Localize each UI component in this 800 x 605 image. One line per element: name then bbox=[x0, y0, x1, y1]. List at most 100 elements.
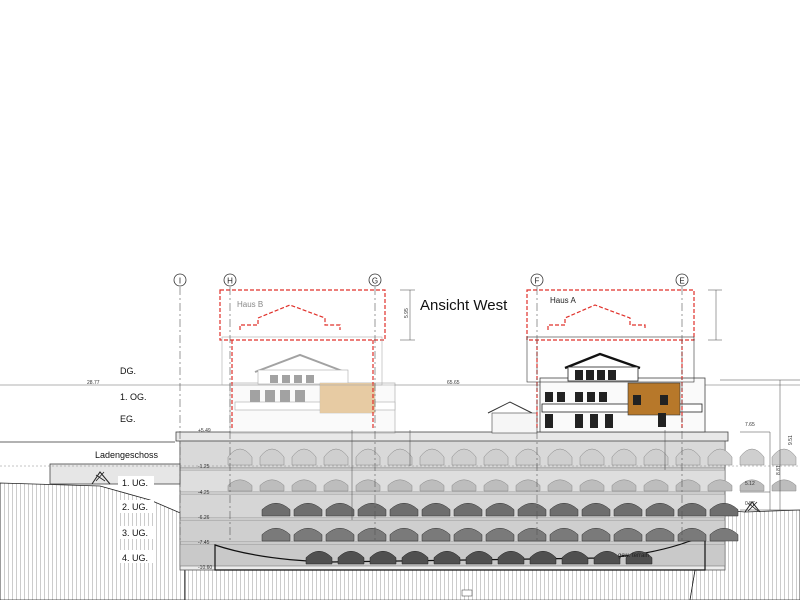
arch-0-9 bbox=[515, 448, 541, 466]
arch-0-11 bbox=[579, 448, 605, 466]
arch-4-9 bbox=[593, 550, 621, 565]
floor-label-bg-4ug bbox=[118, 550, 154, 563]
arch-1-7 bbox=[451, 479, 477, 492]
arch-0-4 bbox=[355, 448, 381, 466]
arch-3-11 bbox=[613, 527, 643, 542]
arch-4-10 bbox=[625, 550, 653, 565]
arch-3-10 bbox=[581, 527, 611, 542]
level-top-mid: 65.65 bbox=[447, 380, 460, 386]
level-4: -6.26 bbox=[198, 515, 210, 521]
arch-3-7 bbox=[485, 527, 515, 542]
arch-2-4 bbox=[389, 502, 419, 517]
arch-3-2 bbox=[325, 527, 355, 542]
arch-2-7 bbox=[485, 502, 515, 517]
house-b-frame bbox=[221, 336, 383, 386]
bottom-mark bbox=[461, 589, 473, 597]
level-right-4: 5.12 bbox=[745, 481, 755, 487]
arch-2-1 bbox=[293, 502, 323, 517]
arch-2-8 bbox=[517, 502, 547, 517]
axis-marker-e: E bbox=[675, 273, 689, 287]
arch-1-2 bbox=[291, 479, 317, 492]
floor-label-ladengeschoss: Ladengeschoss bbox=[95, 450, 159, 460]
house-a-label: Haus A bbox=[550, 296, 576, 305]
svg-text:G: G bbox=[372, 277, 378, 286]
house-a-frame bbox=[526, 336, 695, 383]
floor-label-4ug: 4. UG. bbox=[122, 553, 148, 563]
arch-1-16 bbox=[739, 479, 765, 492]
arch-1-13 bbox=[643, 479, 669, 492]
arch-4-2 bbox=[369, 550, 397, 565]
arch-3-5 bbox=[421, 527, 451, 542]
arch-2-13 bbox=[677, 502, 707, 517]
arch-3-6 bbox=[453, 527, 483, 542]
arch-3-13 bbox=[677, 527, 707, 542]
terrain-marker-right-cross bbox=[747, 501, 759, 512]
level-right-3: 8.81 bbox=[776, 465, 782, 475]
svg-text:H: H bbox=[227, 277, 233, 286]
arch-2-3 bbox=[357, 502, 387, 517]
terrain-label: gew. terrain bbox=[618, 553, 649, 559]
grid-axes bbox=[179, 287, 683, 540]
arch-1-15 bbox=[707, 479, 733, 492]
arch-4-7 bbox=[529, 550, 557, 565]
terrain-marker-right bbox=[744, 501, 761, 513]
house-a bbox=[487, 352, 706, 434]
arch-3-12 bbox=[645, 527, 675, 542]
level-right-5: 0.57 bbox=[745, 501, 755, 507]
floor-label-bg-3ug bbox=[118, 526, 154, 539]
ladengeschoss-block bbox=[49, 463, 181, 485]
arch-2-9 bbox=[549, 502, 579, 517]
arch-0-2 bbox=[291, 448, 317, 466]
arch-2-0 bbox=[261, 502, 291, 517]
arch-2-11 bbox=[613, 502, 643, 517]
axis-marker-g: G bbox=[368, 273, 382, 287]
arch-0-7 bbox=[451, 448, 477, 466]
house-b-accent bbox=[320, 383, 375, 413]
arch-0-6 bbox=[419, 448, 445, 466]
level-right-2: 9.51 bbox=[788, 435, 794, 445]
arch-4-0 bbox=[305, 550, 333, 565]
svg-text:I: I bbox=[179, 277, 181, 286]
svg-text:F: F bbox=[535, 277, 540, 286]
arch-2-6 bbox=[453, 502, 483, 517]
arch-1-4 bbox=[355, 479, 381, 492]
arch-1-1 bbox=[259, 479, 285, 492]
arch-3-8 bbox=[517, 527, 547, 542]
arch-1-11 bbox=[579, 479, 605, 492]
arch-2-2 bbox=[325, 502, 355, 517]
arch-0-0 bbox=[227, 448, 253, 466]
arch-1-12 bbox=[611, 479, 637, 492]
arch-1-0 bbox=[227, 479, 253, 492]
arch-0-16 bbox=[739, 448, 765, 466]
arch-4-4 bbox=[433, 550, 461, 565]
floor-label-bg-2ug bbox=[118, 500, 154, 513]
arch-0-12 bbox=[611, 448, 637, 466]
arch-0-17 bbox=[771, 448, 797, 466]
level-top-left: 28.77 bbox=[87, 380, 100, 386]
arch-4-8 bbox=[561, 550, 589, 565]
underground-body bbox=[175, 431, 729, 571]
floor-label-1og: 1. OG. bbox=[120, 392, 147, 402]
arch-0-1 bbox=[259, 448, 285, 466]
floor-label-eg: EG. bbox=[120, 414, 136, 424]
dimension-lines bbox=[351, 289, 800, 520]
drawing-title: Ansicht West bbox=[420, 297, 508, 314]
floor-label-3ug: 3. UG. bbox=[122, 528, 148, 538]
ground-left bbox=[0, 482, 186, 601]
floor-label-bg-1ug bbox=[118, 476, 154, 489]
arch-3-9 bbox=[549, 527, 579, 542]
level-6: -10.60 bbox=[198, 565, 212, 571]
arch-3-3 bbox=[357, 527, 387, 542]
house-b-label: Haus B bbox=[237, 300, 263, 309]
arch-1-5 bbox=[387, 479, 413, 492]
axis-markers: I H G F E bbox=[173, 273, 689, 287]
house-height-b: 5.95 bbox=[404, 308, 410, 318]
arch-0-10 bbox=[547, 448, 573, 466]
svg-text:E: E bbox=[679, 277, 684, 286]
axis-marker-i: I bbox=[173, 273, 187, 287]
arch-0-3 bbox=[323, 448, 349, 466]
arch-2-12 bbox=[645, 502, 675, 517]
arch-3-0 bbox=[261, 527, 291, 542]
